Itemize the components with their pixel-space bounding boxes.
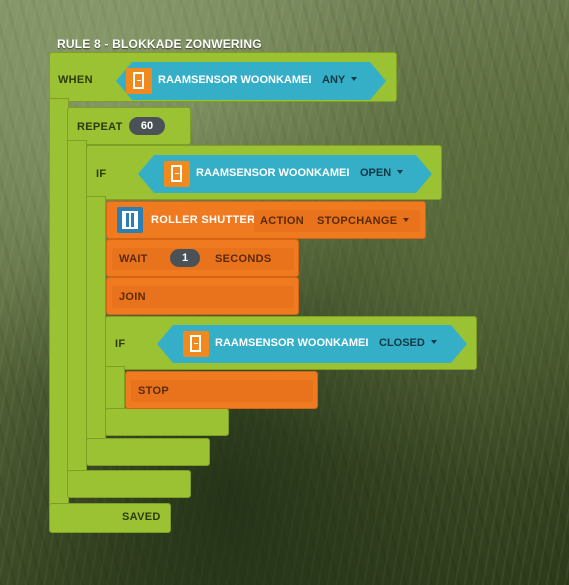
stop-field-bg [131, 380, 313, 402]
chevron-down-icon [397, 170, 403, 174]
if-label: IF [96, 168, 107, 180]
action-field-bg [254, 210, 420, 232]
door-sensor-icon [164, 161, 190, 187]
if-block-footer [86, 438, 210, 466]
if-nested-sensor-hex[interactable]: RAAMSENSOR WOONKAMEI CLOSED [157, 325, 467, 363]
repeat-block-footer [67, 470, 191, 498]
wait-unit: SECONDS [215, 253, 272, 265]
repeat-count[interactable]: 60 [129, 117, 165, 135]
when-condition-value: ANY [322, 74, 346, 86]
if-nested-sensor-name: RAAMSENSOR WOONKAMEI [215, 337, 369, 349]
when-block-spine [49, 98, 69, 508]
if-sensor-name: RAAMSENSOR WOONKAMEI [196, 167, 350, 179]
door-sensor-icon [183, 331, 209, 357]
if-block-nested-footer [105, 408, 229, 436]
chevron-down-icon [403, 218, 410, 222]
wait-value[interactable]: 1 [170, 249, 200, 267]
when-condition-dropdown[interactable]: ANY [322, 74, 357, 86]
saved-status: SAVED [122, 511, 161, 523]
repeat-label: REPEAT [77, 121, 123, 133]
chevron-down-icon [351, 77, 357, 81]
action-value: STOPCHANGE [317, 215, 398, 227]
stop-label: STOP [138, 385, 169, 397]
when-block-footer [49, 503, 171, 533]
when-sensor-hex[interactable]: RAAMSENSOR WOONKAMEI ANY [116, 62, 386, 100]
if-sensor-hex[interactable]: RAAMSENSOR WOONKAMEI OPEN [138, 155, 432, 193]
door-sensor-icon [126, 68, 152, 94]
action-value-dropdown[interactable]: STOPCHANGE [317, 215, 410, 227]
if-condition-dropdown[interactable]: OPEN [360, 167, 403, 179]
rule-title: RULE 8 - BLOKKADE ZONWERING [57, 37, 262, 51]
chevron-down-icon [431, 340, 437, 344]
when-sensor-name: RAAMSENSOR WOONKAMEI [158, 74, 312, 86]
when-label: WHEN [58, 74, 93, 86]
wait-field-bg [112, 248, 294, 270]
if-nested-condition-dropdown[interactable]: CLOSED [379, 337, 437, 349]
join-label: JOIN [119, 291, 146, 303]
if-nested-condition-value: CLOSED [379, 337, 425, 349]
action-device-name: ROLLER SHUTTER [151, 214, 256, 226]
action-label: ACTION [260, 215, 304, 227]
roller-shutter-icon [117, 207, 143, 233]
if-label-nested: IF [115, 338, 126, 350]
wait-label: WAIT [119, 253, 148, 265]
if-block-spine [86, 196, 106, 458]
if-condition-value: OPEN [360, 167, 392, 179]
repeat-block-spine [67, 140, 87, 490]
join-field-bg [112, 286, 294, 308]
